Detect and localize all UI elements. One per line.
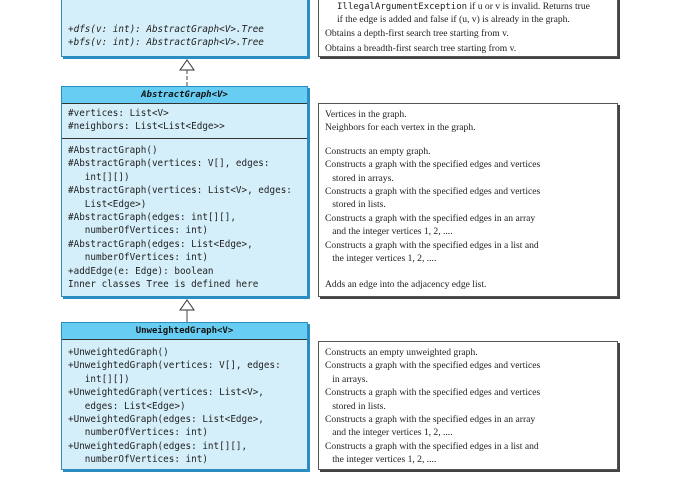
note: Constructs a graph with the specified ed…: [325, 387, 541, 399]
note: Neighbors for each vertex in the graph.: [325, 122, 476, 134]
methods-section: #AbstractGraph() #AbstractGraph(vertices…: [62, 139, 307, 294]
note-spacer: [325, 265, 611, 278]
note: the integer vertices 1, 2, ....: [325, 454, 437, 466]
method: +addEdge(e: Edge): boolean: [68, 265, 214, 277]
class-title: UnweightedGraph<V>: [62, 323, 307, 340]
abstract-graph-notes: Vertices in the graph. Neighbors for eac…: [318, 103, 618, 297]
note-bfs: Obtains a breadth-first search tree star…: [325, 42, 517, 54]
class-title: AbstractGraph<V>: [62, 87, 307, 104]
exception-text: if u or v is invalid. Returns true: [467, 1, 590, 12]
method: List<Edge>): [68, 198, 147, 210]
method: int[][]): [68, 171, 130, 183]
top-notes: IllegalArgumentException if u or v is in…: [318, 0, 618, 57]
note: and the integer vertices 1, 2, ....: [325, 226, 453, 238]
note-dfs: Obtains a depth-first search tree starti…: [325, 28, 509, 39]
note: stored in lists.: [325, 199, 386, 211]
method-bfs: +bfs(v: int): AbstractGraph<V>.Tree: [68, 37, 264, 49]
note: Constructs an empty graph.: [325, 145, 431, 157]
unweighted-graph-notes: Constructs an empty unweighted graph. Co…: [318, 341, 618, 470]
method: numberOfVertices: int): [68, 427, 208, 439]
method: numberOfVertices: int): [68, 225, 208, 237]
note: Constructs an empty unweighted graph.: [325, 347, 478, 358]
note: Constructs a graph with the specified ed…: [325, 360, 541, 372]
fields-section: #vertices: List<V> #neighbors: List<List…: [62, 104, 307, 139]
method: #AbstractGraph(edges: List<Edge>,: [68, 238, 253, 250]
method: +UnweightedGraph(): [68, 347, 169, 358]
method: #AbstractGraph(vertices: V[], edges:: [68, 158, 270, 170]
note: Constructs a graph with the specified ed…: [325, 186, 541, 198]
note-line2: if the edge is added and false if (u, v)…: [337, 13, 570, 25]
note: Constructs a graph with the specified ed…: [325, 239, 539, 251]
note: the integer vertices 1, 2, ....: [325, 253, 437, 265]
inheritance-arrow-dashed: [179, 59, 195, 86]
field: #vertices: List<V>: [68, 108, 169, 119]
note: and the integer vertices 1, 2, ....: [325, 427, 453, 439]
note: Vertices in the graph.: [325, 109, 407, 120]
note: Constructs a graph with the specified ed…: [325, 212, 536, 224]
method: edges: List<Edge>): [68, 400, 186, 412]
method: +UnweightedGraph(edges: List<Edge>,: [68, 413, 264, 425]
note: Constructs a graph with the specified ed…: [325, 159, 541, 171]
method: #AbstractGraph(edges: int[][],: [68, 211, 236, 223]
note: Constructs a graph with the specified ed…: [325, 440, 539, 452]
method: +UnweightedGraph(vertices: List<V>,: [68, 387, 264, 399]
abstract-graph-class: AbstractGraph<V> #vertices: List<V> #nei…: [61, 86, 308, 297]
note: stored in arrays.: [325, 172, 394, 184]
method: Inner classes Tree is defined here: [68, 278, 259, 290]
method: +UnweightedGraph(vertices: V[], edges:: [68, 360, 281, 372]
unweighted-graph-class: UnweightedGraph<V> +UnweightedGraph() +U…: [61, 322, 308, 470]
note: Constructs a graph with the specified ed…: [325, 414, 536, 426]
method: int[][]): [68, 373, 130, 385]
method: #AbstractGraph(vertices: List<V>, edges:: [68, 185, 292, 197]
method: +UnweightedGraph(edges: int[][],: [68, 440, 248, 452]
graph-interface-box: +dfs(v: int): AbstractGraph<V>.Tree +bfs…: [61, 0, 308, 57]
methods-section: +UnweightedGraph() +UnweightedGraph(vert…: [62, 340, 307, 470]
method: numberOfVertices: int): [68, 454, 208, 466]
top-methods: +dfs(v: int): AbstractGraph<V>.Tree +bfs…: [62, 0, 307, 53]
note: in arrays.: [325, 373, 368, 385]
inheritance-arrow: [179, 299, 195, 322]
method-dfs: +dfs(v: int): AbstractGraph<V>.Tree: [68, 24, 264, 35]
note: stored in lists.: [325, 400, 386, 412]
note: Adds an edge into the adjacency edge lis…: [325, 279, 487, 291]
method: numberOfVertices: int): [68, 252, 208, 264]
exception-code: IllegalArgumentException: [337, 2, 468, 12]
field: #neighbors: List<List<Edge>>: [68, 121, 225, 133]
method: #AbstractGraph(): [68, 145, 158, 156]
